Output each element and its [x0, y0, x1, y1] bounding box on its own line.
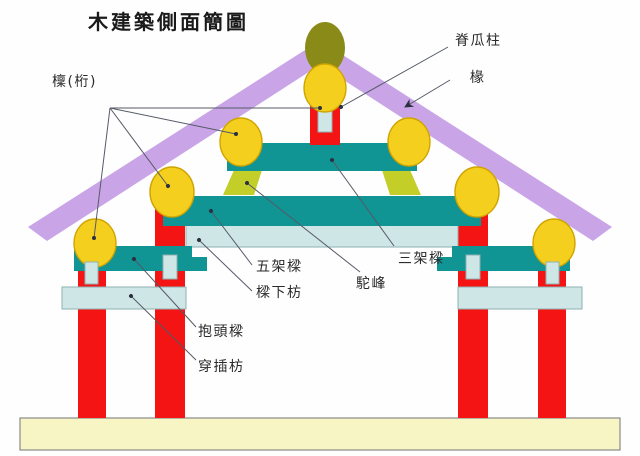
- foundation-platform: [19, 417, 621, 451]
- purlin-mid-right: [454, 166, 500, 218]
- tenon-notch-inner-left: [162, 254, 178, 280]
- tenon-notch-inner-right: [465, 254, 481, 280]
- leader-purlin-fan: [92, 106, 322, 240]
- purlin-ridge: [303, 63, 347, 113]
- five-frame-beam: [163, 196, 481, 226]
- page-title: 木建築側面簡圖: [87, 10, 249, 34]
- label-through-insert-fang: 穿插枋: [198, 359, 245, 375]
- leader-under-beam-fang: [197, 238, 253, 292]
- camel-hump-right: [382, 170, 421, 195]
- label-ridge-post: 脊瓜柱: [455, 33, 502, 49]
- tenon-notch-group: [84, 254, 560, 285]
- tenon-notch-outer-right: [545, 261, 560, 285]
- leader-purlin-eave-left: [92, 107, 111, 240]
- ridge-melon-post-tenon: [317, 109, 333, 133]
- leader-five-frame-beam: [209, 209, 253, 266]
- leader-head-embrace-beam: [132, 257, 197, 328]
- leader-rafter: [404, 79, 451, 108]
- leader-ridge-post: [339, 46, 449, 109]
- label-three-frame-beam: 三架樑: [398, 251, 445, 267]
- through-insert-fang-group: [61, 286, 583, 310]
- through-insert-fang-left: [61, 286, 187, 310]
- leader-purlin-upper-left: [109, 107, 238, 136]
- label-under-beam-fang: 樑下枋: [256, 285, 303, 301]
- under-beam-fang: [185, 224, 459, 248]
- leader-purlin-mid-left: [109, 107, 170, 188]
- rafter-left: [28, 43, 332, 241]
- label-rafter: 椽: [470, 70, 486, 86]
- purlin-upper-right: [387, 117, 431, 167]
- tenon-notch-outer-left: [84, 261, 99, 285]
- purlin-group: [73, 63, 576, 268]
- leader-three-frame-beam: [330, 158, 395, 247]
- leader-through-insert-fang: [129, 294, 197, 361]
- leader-camel-hump: [245, 181, 361, 273]
- camel-hump-group: [223, 170, 421, 195]
- label-purlin: 檁(桁): [52, 74, 97, 90]
- purlin-mid-left: [149, 166, 195, 218]
- purlin-upper-left: [219, 117, 263, 167]
- purlin-eave-right: [532, 218, 576, 268]
- label-head-embrace-beam: 抱頭樑: [198, 324, 245, 340]
- label-camel-hump: 駝峰: [356, 276, 387, 292]
- rafter-right: [308, 43, 612, 241]
- ridge-ornament: [305, 22, 345, 74]
- head-embrace-beam-left-tenon: [185, 257, 207, 271]
- camel-hump-left: [223, 170, 262, 195]
- through-insert-fang-right: [457, 286, 583, 310]
- rafter-group: [28, 43, 612, 241]
- head-embrace-beam-right-tenon: [437, 257, 459, 271]
- label-five-frame-beam: 五架樑: [256, 259, 303, 275]
